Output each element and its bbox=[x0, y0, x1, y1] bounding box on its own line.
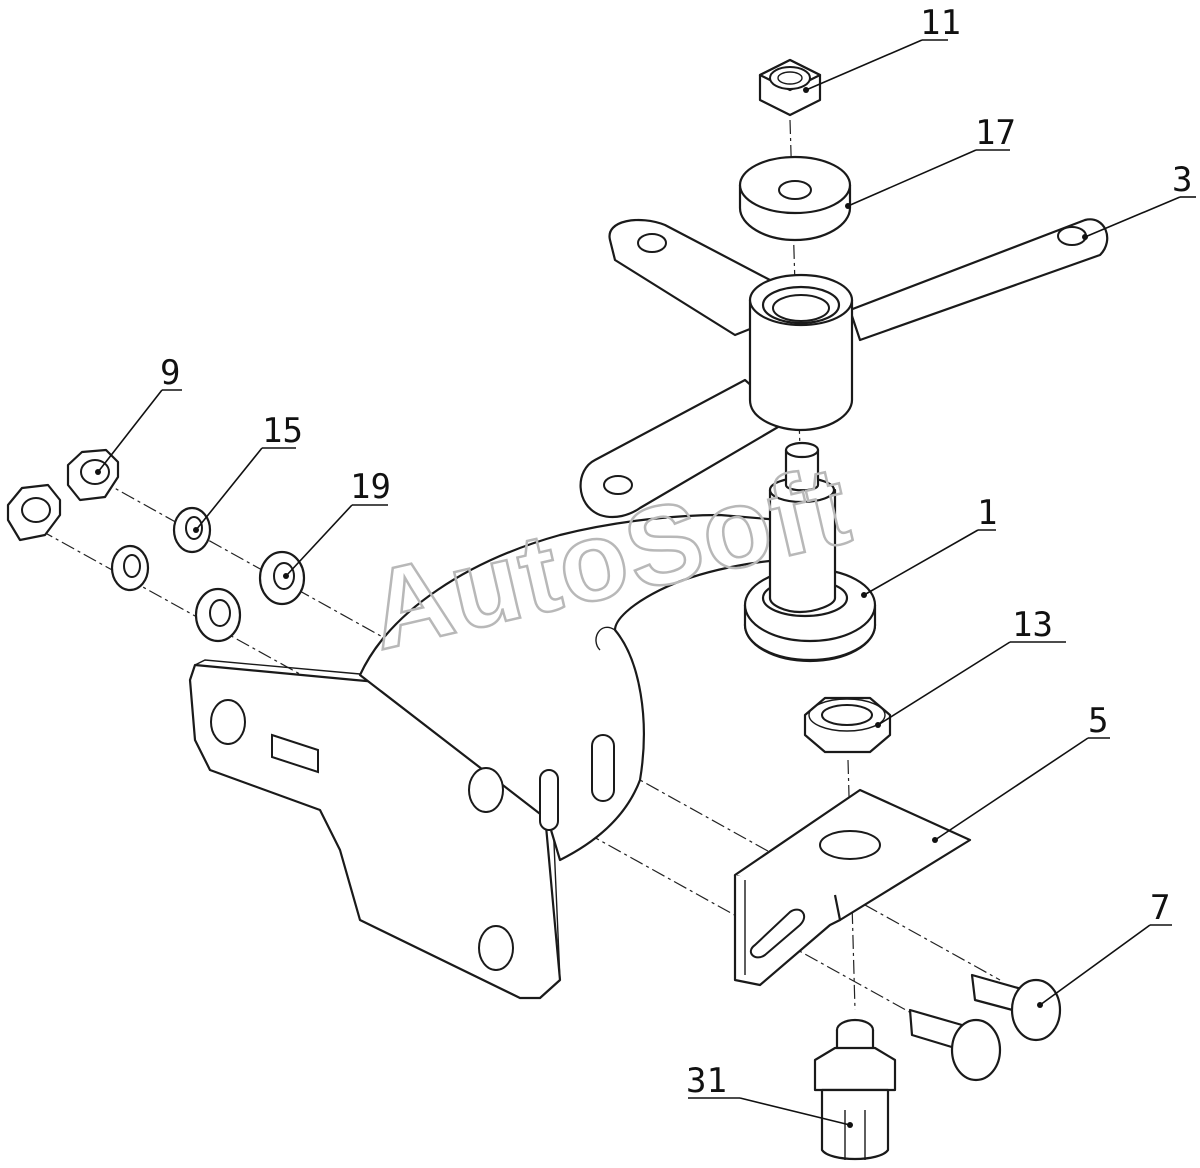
callout-label-3: 3 bbox=[1172, 160, 1192, 200]
callout-label-31: 31 bbox=[686, 1061, 727, 1101]
callout-5: 5 bbox=[932, 701, 1110, 843]
callout-label-13: 13 bbox=[1012, 605, 1053, 645]
switch-31 bbox=[813, 1018, 897, 1160]
bolts-7 bbox=[908, 973, 1062, 1082]
bracket-hole-bottom-right bbox=[478, 925, 514, 971]
callout-11: 11 bbox=[803, 3, 961, 93]
callout-9: 9 bbox=[95, 353, 182, 475]
nut-13 bbox=[803, 696, 892, 754]
callout-1: 1 bbox=[861, 493, 997, 598]
callout-31: 31 bbox=[686, 1061, 853, 1128]
bracket-side-slot-1 bbox=[591, 734, 615, 802]
callout-19: 19 bbox=[283, 467, 391, 579]
callout-label-19: 19 bbox=[350, 467, 391, 507]
callout-label-1: 1 bbox=[977, 493, 997, 533]
three-arm-lever bbox=[579, 218, 1109, 519]
callout-label-7: 7 bbox=[1150, 888, 1170, 928]
callout-13: 13 bbox=[875, 605, 1066, 728]
nut-11 bbox=[758, 58, 822, 117]
washers-and-nuts-left bbox=[6, 448, 306, 643]
bracket-side-slot-2 bbox=[539, 769, 559, 831]
washer-17 bbox=[738, 155, 852, 242]
callout-label-17: 17 bbox=[975, 113, 1016, 153]
callout-3: 3 bbox=[1082, 160, 1196, 240]
bracket-hole-middle-right bbox=[468, 767, 504, 813]
mounting-bracket bbox=[188, 513, 792, 1000]
bracket-slot bbox=[271, 733, 319, 774]
callout-7: 7 bbox=[1037, 888, 1172, 1008]
pivot-arm bbox=[743, 441, 877, 663]
callout-label-15: 15 bbox=[262, 411, 303, 451]
bracket-hole-top-left bbox=[210, 699, 246, 745]
callout-label-9: 9 bbox=[160, 353, 180, 393]
callout-17: 17 bbox=[845, 113, 1016, 209]
callout-15: 15 bbox=[193, 411, 303, 533]
callout-label-5: 5 bbox=[1088, 701, 1108, 741]
callout-label-11: 11 bbox=[920, 3, 961, 43]
angle-plate-5 bbox=[733, 788, 972, 987]
